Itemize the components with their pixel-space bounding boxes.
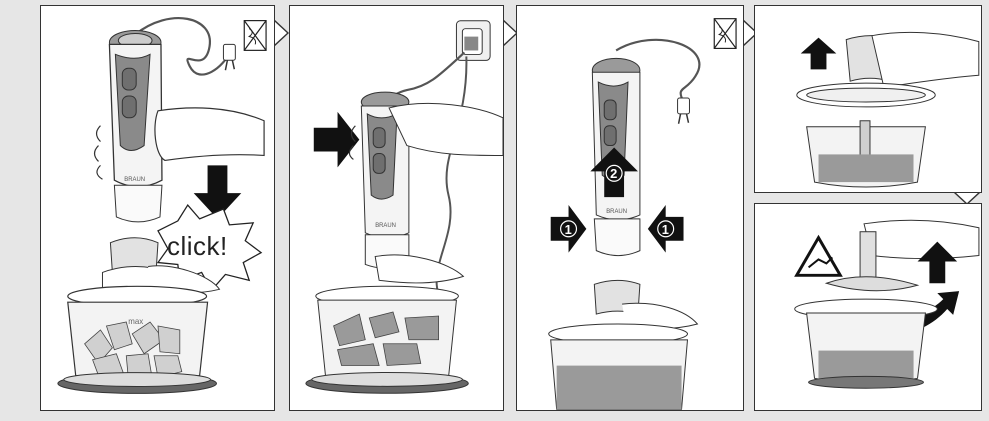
no-plug-icon	[244, 21, 266, 51]
step-2-operate-panel: BRAUN	[289, 5, 504, 411]
step-3-illustration: BRAUN 2 1 1	[517, 6, 743, 410]
no-plug-icon	[714, 19, 736, 49]
plug-icon	[678, 98, 690, 124]
motor-part: BRAUN	[109, 31, 162, 222]
max-label: max	[128, 317, 143, 326]
panel-connector	[274, 20, 290, 46]
step-3-detach-motor-panel: BRAUN 2 1 1	[516, 5, 744, 411]
arrow-up-icon	[801, 38, 837, 70]
step-5-remove-blade-panel	[754, 203, 982, 411]
brand-label: BRAUN	[124, 177, 145, 183]
step-5-illustration	[755, 204, 981, 410]
step-number-lift: 2	[610, 166, 617, 181]
brand-label: BRAUN	[375, 223, 396, 229]
step-4-illustration	[755, 6, 981, 192]
step-number-release: 1	[662, 222, 669, 237]
step-1-attach-motor-panel: BRAUN max click!	[40, 5, 275, 411]
step-number-release: 1	[565, 222, 572, 237]
step-4-remove-lid-panel	[754, 5, 982, 193]
click-label: click!	[167, 231, 228, 262]
brand-label: BRAUN	[606, 209, 627, 215]
step-1-illustration: BRAUN max	[41, 6, 274, 410]
blade-warning-icon	[797, 238, 841, 276]
plug-icon	[223, 44, 235, 70]
step-2-illustration: BRAUN	[290, 6, 503, 410]
